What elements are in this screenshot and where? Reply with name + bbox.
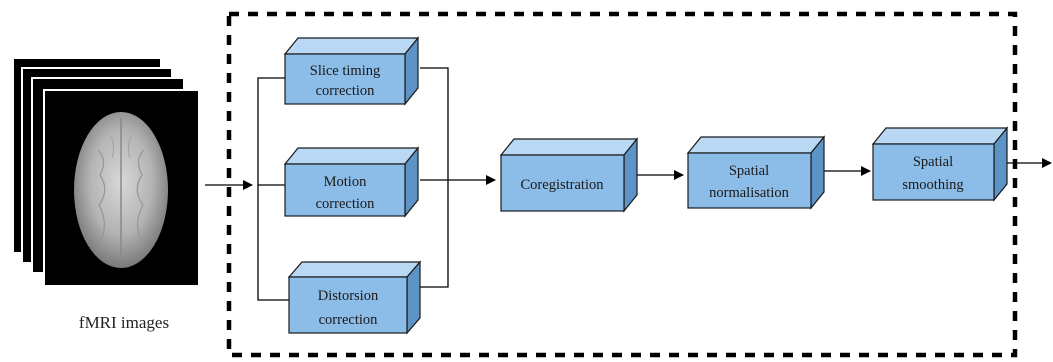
branch-left-bracket — [257, 77, 289, 301]
smoothing-label-line-1: Spatial — [913, 154, 953, 170]
slice-timing-correction-box: Slice timing correction — [283, 36, 420, 106]
normalisation-label-line-2: normalisation — [709, 185, 789, 201]
motion-label-line-2: correction — [316, 196, 376, 212]
connectors — [205, 67, 1052, 301]
coregistration-label: Coregistration — [521, 177, 605, 193]
slice-timing-label-line-1: Slice timing — [310, 63, 380, 79]
normalisation-label-line-1: Spatial — [729, 163, 769, 179]
fmri-images-caption: fMRI images — [79, 313, 169, 332]
pipeline-boundary — [226, 11, 1018, 358]
motion-label-line-1: Motion — [324, 174, 367, 190]
coregistration-box: Coregistration — [499, 137, 639, 213]
smoothing-label-line-2: smoothing — [902, 177, 963, 193]
slice-timing-label-line-2: correction — [316, 83, 376, 99]
distortion-label-line-1: Distorsion — [318, 288, 379, 304]
fmri-image-stack: fMRI images — [12, 57, 200, 332]
brain-slice-image — [74, 112, 168, 268]
motion-correction-box: Motion correction — [283, 146, 420, 218]
distortion-correction-box: Distorsion correction — [287, 260, 422, 335]
spatial-smoothing-box: Spatial smoothing — [871, 126, 1009, 202]
spatial-normalisation-box: Spatial normalisation — [686, 135, 826, 210]
branch-right-bracket — [420, 67, 449, 288]
distortion-label-line-2: correction — [319, 312, 379, 328]
